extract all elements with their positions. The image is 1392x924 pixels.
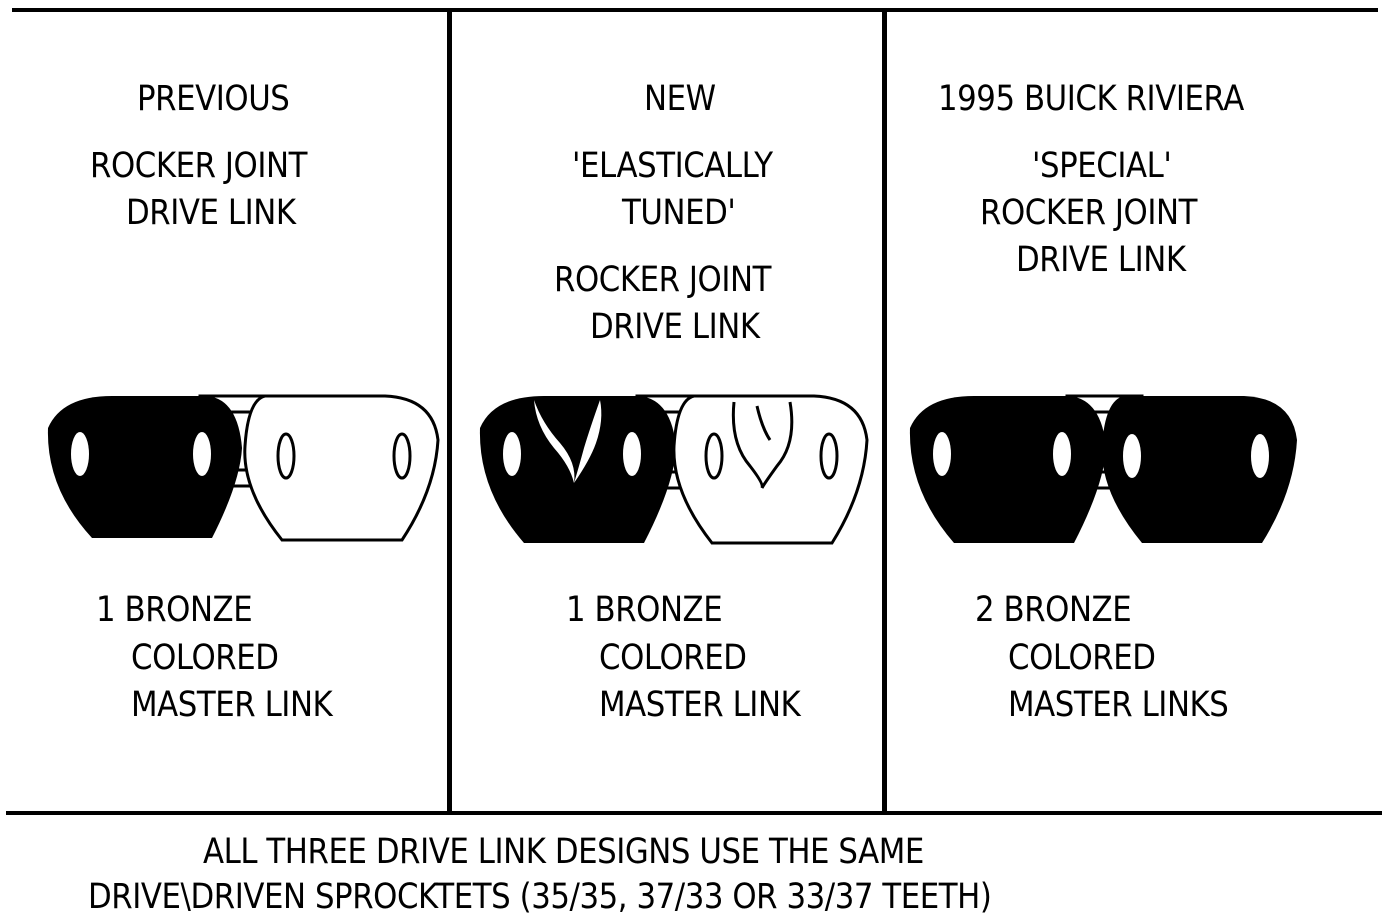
link-pin-hole (276, 432, 296, 480)
bottom-border (6, 811, 1382, 815)
special-rocker-joint-link-illustration (909, 394, 1297, 543)
panel-previous-heading: PREVIOUS (137, 79, 290, 119)
link-pin-hole (503, 432, 521, 476)
link-pin-hole (1251, 434, 1269, 478)
link-pin-hole (392, 432, 412, 480)
panel-buick-title-line-2: ROCKER JOINT (980, 193, 1197, 233)
link-pin-hole (704, 432, 724, 480)
panel-previous-title-line-2: DRIVE LINK (126, 193, 296, 233)
black-link-plate (479, 396, 676, 543)
panel-new-heading: NEW (644, 79, 716, 119)
black-link-plate (1101, 396, 1297, 543)
panel-new-caption-line-3: MASTER LINK (599, 685, 801, 725)
panel-buick-caption-line-1: 2 BRONZE (975, 590, 1132, 630)
link-pin-hole (623, 432, 641, 476)
panel-buick-caption-line-3: MASTER LINKS (1008, 685, 1229, 725)
footer-line-2: DRIVE\DRIVEN SPROCKTETS (35/35, 37/33 OR… (88, 877, 992, 917)
panel-previous-caption-line-3: MASTER LINK (131, 685, 333, 725)
link-pin-hole (71, 432, 89, 476)
panel-buick-caption-line-2: COLORED (1008, 638, 1156, 678)
rocker-joint-link-illustration-previous (47, 394, 440, 542)
link-pin-hole (1053, 432, 1071, 476)
link-pin-hole (933, 432, 951, 476)
elastic-slot (534, 400, 575, 483)
panel-new-title-line-3: ROCKER JOINT (554, 260, 771, 300)
link-pin-hole (193, 432, 211, 476)
panel-previous-caption-line-1: 1 BRONZE (96, 590, 253, 630)
footer-line-1: ALL THREE DRIVE LINK DESIGNS USE THE SAM… (203, 832, 924, 872)
panel-new-caption-line-2: COLORED (599, 638, 747, 678)
divider-left (447, 8, 452, 814)
panel-new-caption-line-1: 1 BRONZE (566, 590, 723, 630)
panel-buick-title-line-1: 'SPECIAL' (1032, 146, 1172, 186)
link-pin-hole (1123, 434, 1141, 478)
panel-new-title-line-4: DRIVE LINK (590, 307, 760, 347)
elastic-slot (574, 400, 602, 483)
black-link-plate (47, 396, 242, 538)
panel-previous-title-line-1: ROCKER JOINT (90, 146, 307, 186)
panel-new-title-line-1: 'ELASTICALLY (572, 146, 773, 186)
link-pin-hole (819, 432, 839, 480)
elastic-slot (760, 401, 794, 489)
white-link-plate (243, 394, 440, 542)
panel-buick-heading: 1995 BUICK RIVIERA (938, 79, 1244, 119)
panel-buick-title-line-3: DRIVE LINK (1016, 240, 1186, 280)
white-link-plate (672, 394, 869, 545)
elastic-slot (755, 405, 772, 441)
elastically-tuned-link-illustration (479, 394, 869, 545)
panel-previous-caption-line-2: COLORED (131, 638, 279, 678)
black-link-plate (909, 396, 1106, 543)
top-border (12, 8, 1378, 12)
panel-new-title-line-2: TUNED' (622, 193, 736, 233)
elastic-slot (731, 401, 764, 489)
divider-right (882, 8, 887, 814)
